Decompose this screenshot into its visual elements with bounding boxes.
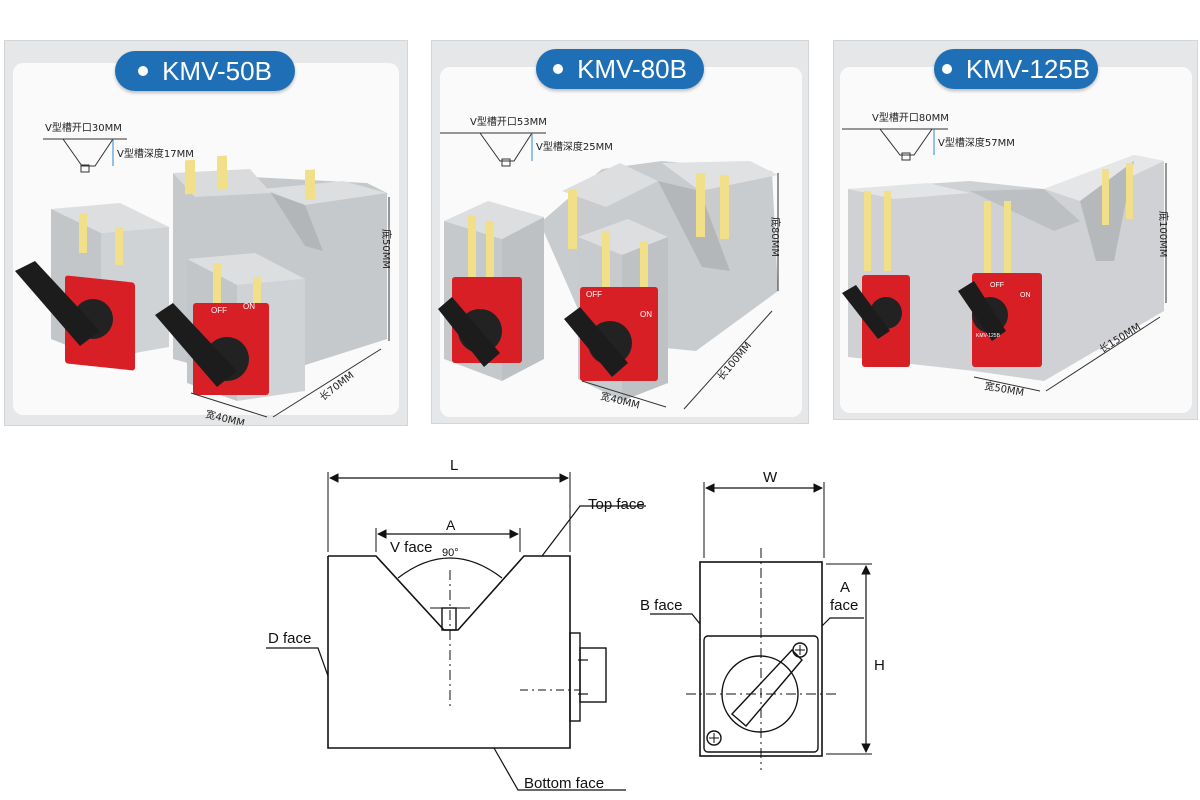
- groove-depth-label: V型槽深度25MM: [536, 140, 613, 153]
- label-A: A: [446, 517, 456, 533]
- switch-on-label: ON: [1020, 292, 1031, 299]
- label-v-face: V face: [390, 539, 433, 556]
- product-illustration: V型槽开口30MM V型槽深度17MM: [15, 121, 393, 425]
- product-panel-kmv-125b: V型槽开口80MM V型槽深度57MM OFF ON: [833, 40, 1198, 420]
- label-d-face: D face: [268, 630, 311, 647]
- groove-sketch: V型槽开口80MM V型槽深度57MM: [842, 111, 1015, 161]
- bullet-icon: [553, 64, 564, 75]
- product-illustration: V型槽开口80MM V型槽深度57MM OFF ON: [842, 111, 1170, 399]
- front-view: [650, 482, 872, 770]
- v-block-front-left: [438, 201, 544, 381]
- a-face-leader: [821, 617, 864, 627]
- model-name: KMV-50B: [162, 56, 272, 86]
- side-view: [266, 472, 646, 791]
- height-label: 底100MM: [1157, 211, 1170, 257]
- height-label: 底80MM: [769, 217, 782, 257]
- label-angle: 90°: [442, 547, 459, 559]
- label-a-face-line1: A: [840, 579, 850, 596]
- switch-on-label: ON: [640, 310, 652, 319]
- product-panel-kmv-80b: V型槽开口53MM V型槽深度25MM: [431, 40, 809, 424]
- model-badge: KMV-50B: [115, 51, 295, 91]
- height-label: 底50MM: [380, 229, 393, 269]
- bullet-icon: [941, 64, 952, 75]
- v-block-front-left: [15, 203, 169, 371]
- label-b-face: B face: [640, 597, 683, 614]
- model-name: KMV-125B: [965, 54, 1091, 84]
- magnetic-switch-left: [842, 275, 910, 367]
- switch-on-label: ON: [243, 302, 255, 311]
- switch-off-label: OFF: [211, 306, 227, 315]
- groove-depth-label: V型槽深度17MM: [117, 147, 194, 160]
- model-badge: KMV-125B: [934, 49, 1098, 89]
- model-name: KMV-80B: [577, 54, 687, 84]
- switch-off-label: OFF: [990, 282, 1004, 289]
- groove-depth-label: V型槽深度57MM: [938, 136, 1015, 149]
- product-illustration: V型槽开口53MM V型槽深度25MM: [438, 115, 782, 412]
- label-L: L: [450, 457, 458, 474]
- groove-opening-label: V型槽开口80MM: [872, 111, 949, 124]
- product-panel-kmv-50b: V型槽开口30MM V型槽深度17MM: [4, 40, 408, 426]
- b-face-leader: [650, 613, 701, 625]
- groove-opening-label: V型槽开口30MM: [45, 121, 122, 134]
- v-block-front-right: OFF ON: [155, 253, 305, 401]
- label-top-face: Top face: [588, 496, 645, 513]
- bottom-face-leader: [493, 747, 626, 791]
- switch-plate-text: KMV-125B: [976, 333, 1001, 339]
- v-block-front-right: OFF ON: [564, 219, 668, 401]
- side-view-switch: [569, 632, 581, 722]
- label-bottom-face: Bottom face: [524, 775, 604, 792]
- groove-sketch: V型槽开口30MM V型槽深度17MM: [43, 121, 194, 173]
- label-W: W: [763, 469, 778, 486]
- d-face-leader: [266, 647, 329, 677]
- side-view-outline: [327, 555, 571, 749]
- top-face-leader: [541, 505, 646, 557]
- label-a-face-line2: face: [830, 597, 858, 614]
- groove-opening-label: V型槽开口53MM: [470, 115, 547, 128]
- switch-off-label: OFF: [586, 290, 602, 299]
- groove-sketch: V型槽开口53MM V型槽深度25MM: [440, 115, 613, 167]
- v-block-body: [848, 155, 1164, 381]
- bullet-icon: [138, 66, 149, 77]
- switch-lever: [730, 648, 803, 727]
- angle-arc: [397, 557, 503, 579]
- label-H: H: [874, 657, 885, 674]
- model-badge: KMV-80B: [536, 49, 704, 89]
- magnetic-switch-right: OFF ON KMV-125B: [958, 273, 1042, 367]
